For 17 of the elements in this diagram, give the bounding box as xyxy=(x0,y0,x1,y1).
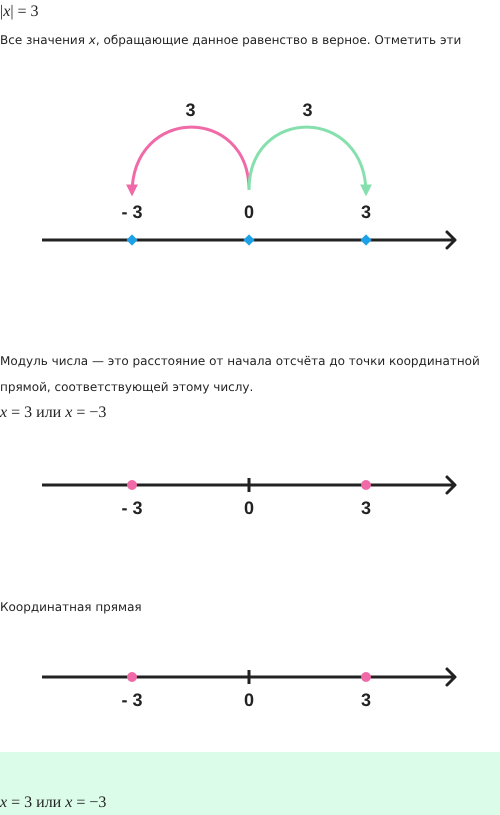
point-label: 3 xyxy=(361,690,371,710)
point-label: 3 xyxy=(361,498,371,518)
point-label: - 3 xyxy=(122,498,142,518)
point-label: - 3 xyxy=(122,202,142,222)
point-label: 0 xyxy=(244,498,254,518)
equation: x = 3 или x = −3 xyxy=(0,403,106,423)
text: Модуль числа — это расстояние от начала отсчёта до точки координатной прямой, соответствующей этому числу. xyxy=(0,353,481,396)
text: Все значения x, обращающие данное равенство в верное. Отметить эти xyxy=(0,32,462,49)
equation: |x| = 3 xyxy=(0,2,39,22)
arc-arrow xyxy=(248,126,371,196)
point-label: - 3 xyxy=(122,690,142,710)
point-label: 0 xyxy=(244,202,254,222)
point-label: 3 xyxy=(361,202,371,222)
point-label: 0 xyxy=(244,690,254,710)
arc-arrow xyxy=(127,126,250,196)
text: Координатная прямая xyxy=(0,599,142,616)
equation: x = 3 или x = −3 xyxy=(0,793,106,813)
